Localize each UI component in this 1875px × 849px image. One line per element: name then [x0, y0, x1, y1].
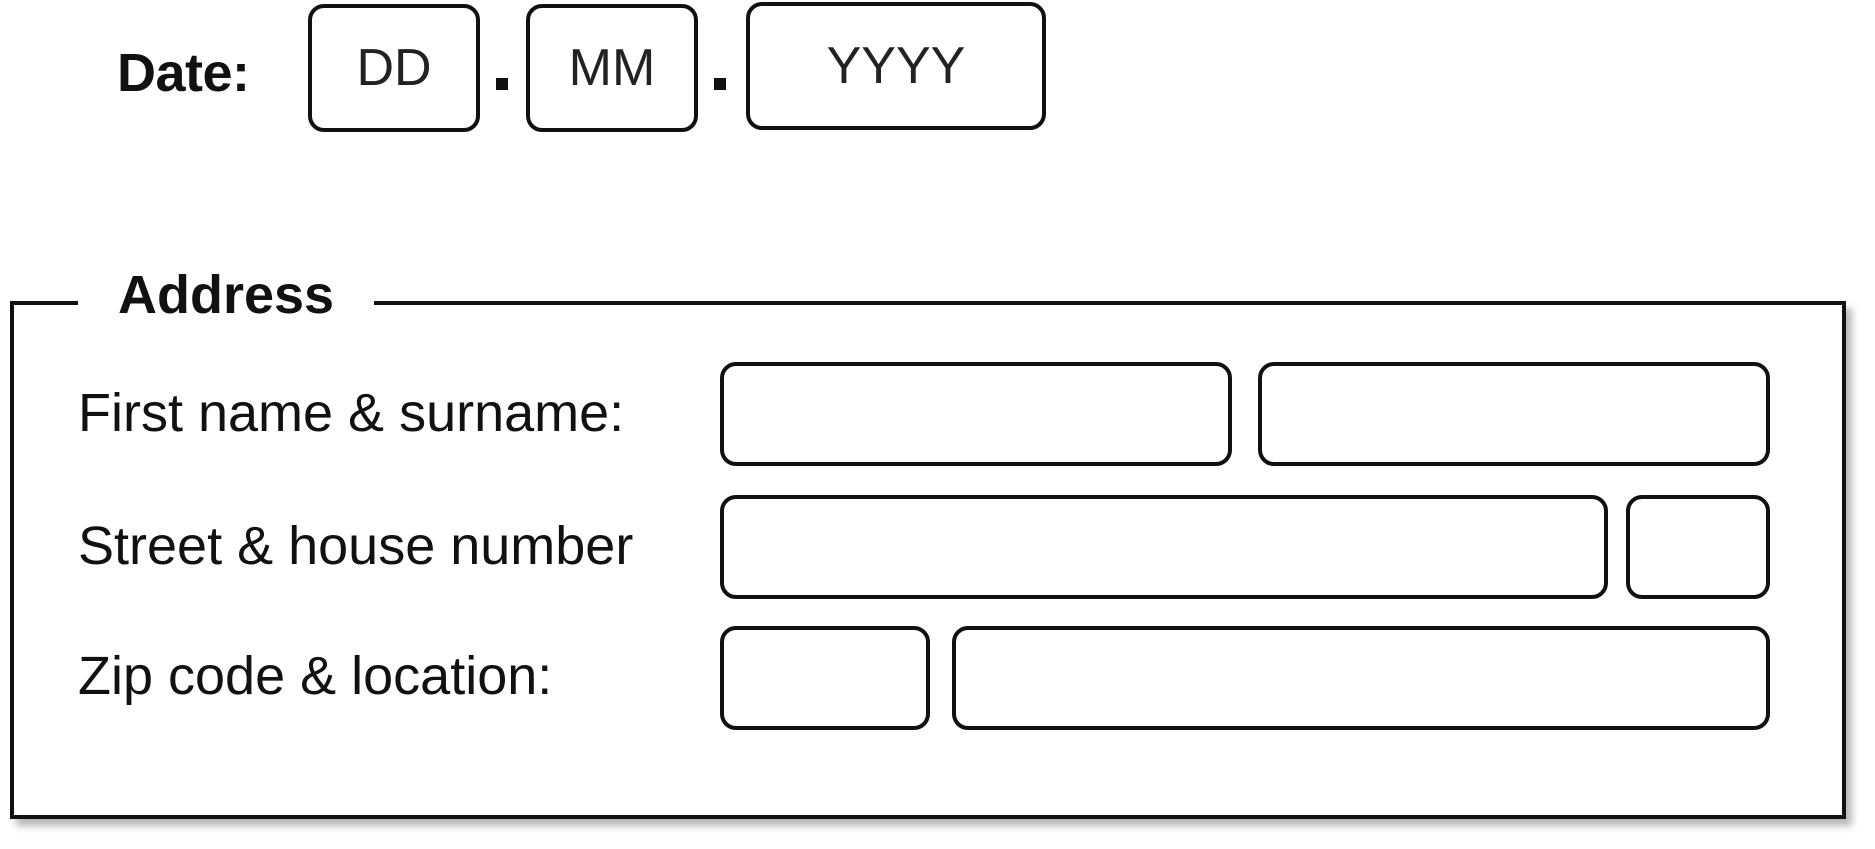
- zip-code-input[interactable]: [720, 626, 930, 730]
- address-legend: Address: [78, 260, 375, 330]
- date-month-input[interactable]: [526, 4, 698, 132]
- first-name-surname-label: First name & surname:: [78, 383, 625, 443]
- first-name-input[interactable]: [720, 362, 1232, 466]
- date-day-input[interactable]: [308, 4, 480, 132]
- street-input[interactable]: [720, 495, 1608, 599]
- date-label: Date:: [117, 43, 250, 103]
- street-house-number-label: Street & house number: [78, 516, 634, 576]
- house-number-input[interactable]: [1626, 495, 1770, 599]
- date-separator-dot: [496, 78, 508, 90]
- location-input[interactable]: [952, 626, 1770, 730]
- date-separator-dot: [714, 78, 726, 90]
- surname-input[interactable]: [1258, 362, 1770, 466]
- zip-location-label: Zip code & location:: [78, 646, 553, 706]
- date-year-input[interactable]: [746, 2, 1046, 130]
